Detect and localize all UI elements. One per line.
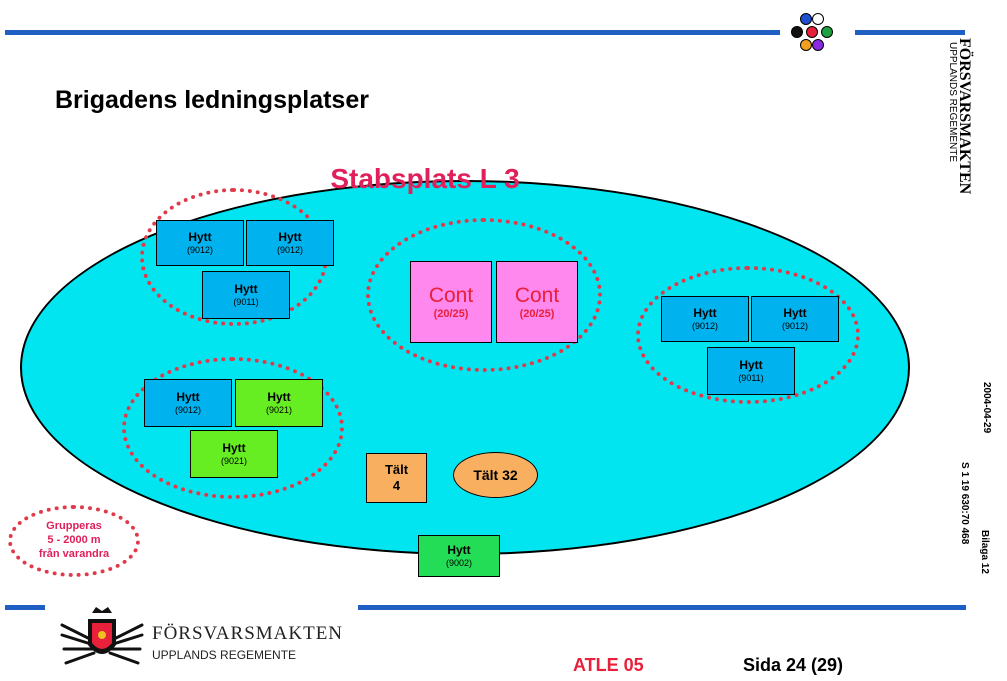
- footer-page-number: Sida 24 (29): [743, 655, 844, 675]
- unit-hytt-9012-a: Hytt (9012): [156, 220, 244, 266]
- unit-hytt-9002: Hytt (9002): [418, 535, 500, 577]
- footer-regiment: UPPLANDS REGEMENTE: [152, 648, 297, 662]
- unit-hytt-9011-b: Hytt (9011): [707, 347, 795, 395]
- side-regiment: UPPLANDS REGEMENTE: [947, 42, 958, 163]
- stabsplats-heading: Stabsplats L 3: [330, 163, 520, 194]
- grouping-note: Grupperas 5 - 2000 m från varandra: [8, 505, 140, 577]
- top-rule-left: [5, 30, 780, 35]
- unit-cont-b: Cont (20/25): [496, 261, 578, 343]
- unit-talt-4: Tält 4: [366, 453, 427, 503]
- colored-circles-logo: [791, 13, 833, 51]
- unit-cont-a: Cont (20/25): [410, 261, 492, 343]
- side-bilaga: Bilaga 12: [979, 530, 990, 574]
- unit-hytt-9012-d: Hytt (9012): [751, 296, 839, 342]
- top-rule-right: [855, 30, 965, 35]
- side-ref: S 1 19 630:70 468: [959, 462, 970, 545]
- group-center-ring: [366, 218, 602, 372]
- unit-talt-32: Tält 32: [453, 452, 538, 498]
- unit-hytt-9012-c: Hytt (9012): [661, 296, 749, 342]
- group-right-ring: [636, 266, 860, 404]
- unit-hytt-9021-a: Hytt (9021): [235, 379, 323, 427]
- page-title: Brigadens ledningsplatser: [55, 86, 369, 114]
- unit-hytt-9021-b: Hytt (9021): [190, 430, 278, 478]
- footer-atle: ATLE 05: [573, 655, 644, 675]
- unit-hytt-9011-a: Hytt (9011): [202, 271, 290, 319]
- footer-rule-right: [358, 605, 966, 610]
- unit-hytt-9012-e: Hytt (9012): [144, 379, 232, 427]
- unit-hytt-9012-b: Hytt (9012): [246, 220, 334, 266]
- footer-org: FÖRSVARSMAKTEN: [152, 623, 344, 644]
- footer-rule-left: [5, 605, 45, 610]
- crest-emblem: [60, 607, 144, 665]
- group-bottom-left-ring: [122, 357, 344, 499]
- side-date: 2004-04-29: [981, 382, 992, 434]
